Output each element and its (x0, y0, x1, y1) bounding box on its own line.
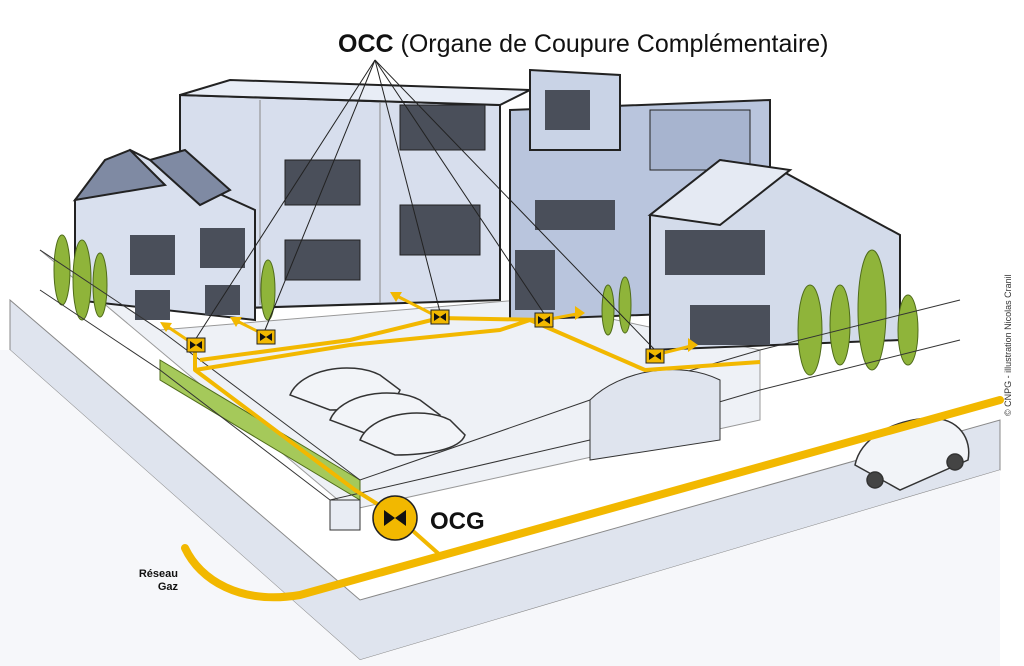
occ-valve-icon (534, 312, 554, 328)
illustration-credit: © CNPG - illustration Nicolas Cranil (1003, 274, 1013, 416)
ocg-valve-icon (372, 495, 418, 541)
gas-network-pipe (181, 396, 1004, 602)
fence (39, 249, 961, 531)
parked-cars (289, 367, 466, 456)
apartment-building-left (179, 78, 531, 312)
twin-houses-left (72, 148, 256, 322)
occ-valve-icons (186, 309, 665, 364)
trees (53, 234, 919, 376)
gas-network-label-line1: Réseau (138, 568, 178, 580)
street (0, 350, 1000, 666)
gas-network-label-line2: Gaz (157, 581, 178, 593)
gas-network-label: Réseau Gaz (118, 568, 178, 594)
gas-flow-arrows (160, 292, 698, 352)
occ-title-full: (Organe de Coupure Complémentaire) (393, 30, 829, 58)
occ-valve-icon (430, 309, 450, 325)
occ-title: OCC (Organe de Coupure Complémentaire) (338, 30, 829, 59)
occ-valve-icon (256, 329, 276, 345)
occ-title-abbr: OCC (338, 30, 394, 58)
occ-valve-icon (186, 337, 206, 353)
occ-callout-lines (194, 59, 656, 351)
occ-valve-icon (645, 348, 665, 364)
ocg-label: OCG (430, 508, 485, 535)
